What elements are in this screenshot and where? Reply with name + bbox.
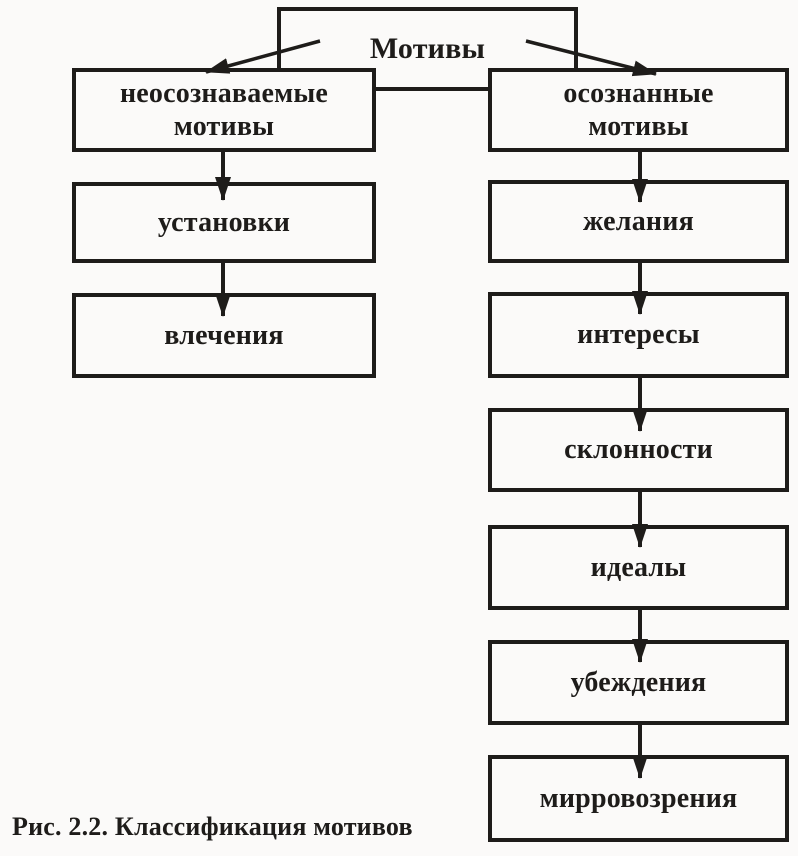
node-conscious-motives-label: осознанные мотивы: [563, 77, 714, 142]
node-ideals-label: идеалы: [590, 551, 687, 583]
node-drives-label: влечения: [164, 319, 284, 351]
node-motives-label: Мотивы: [369, 32, 486, 66]
node-unconscious-motives: неосознаваемые мотивы: [72, 68, 376, 152]
node-worldviews: мирровозрения: [488, 755, 789, 842]
node-conscious-motives: осознанные мотивы: [488, 68, 789, 152]
figure-caption: Рис. 2.2. Классификация мотивов: [12, 812, 413, 841]
node-desires-label: желания: [583, 205, 694, 237]
node-desires: желания: [488, 180, 789, 263]
node-attitudes-label: установки: [157, 206, 291, 238]
node-inclinations: склонности: [488, 408, 789, 492]
node-worldviews-label: мирровозрения: [539, 782, 738, 814]
node-attitudes: установки: [72, 182, 376, 263]
node-unconscious-motives-label: неосознаваемые мотивы: [119, 77, 329, 142]
node-beliefs: убеждения: [488, 640, 789, 725]
node-beliefs-label: убеждения: [570, 666, 707, 698]
node-interests-label: интересы: [577, 319, 700, 351]
node-inclinations-label: склонности: [564, 434, 713, 466]
node-drives: влечения: [72, 293, 376, 378]
node-ideals: идеалы: [488, 525, 789, 610]
node-interests: интересы: [488, 292, 789, 378]
